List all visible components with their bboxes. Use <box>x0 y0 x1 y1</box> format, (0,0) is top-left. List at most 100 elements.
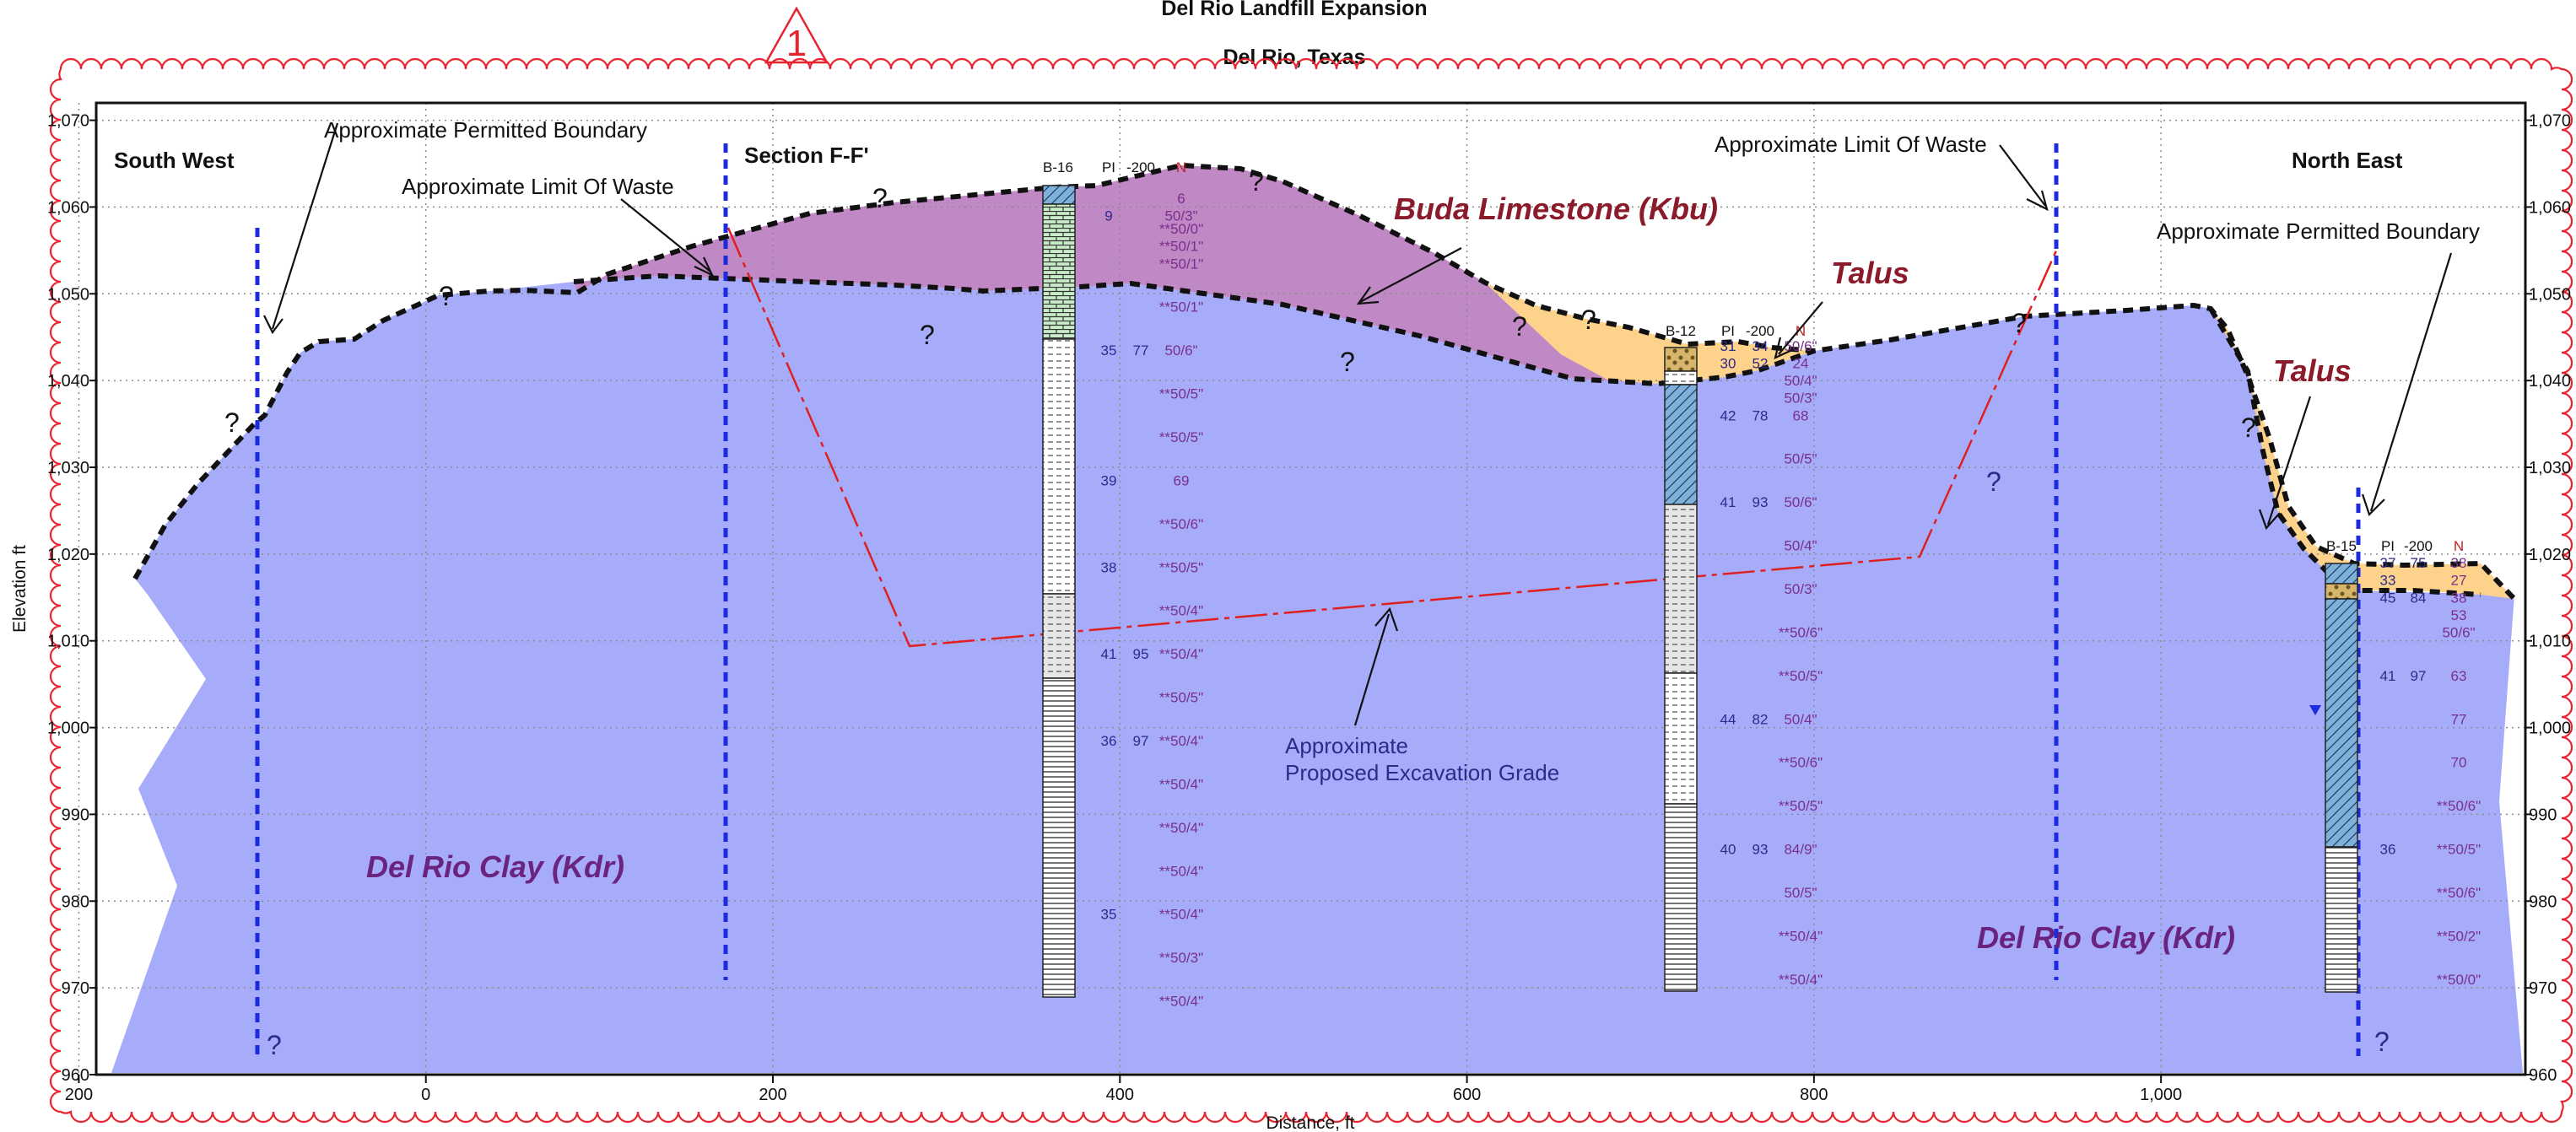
borehole-n-value: 50/4" <box>1784 373 1817 389</box>
b15-p200-header: -200 <box>2404 538 2433 554</box>
y-tick-label-right: 1,040 <box>2529 372 2571 391</box>
x-tick-label: 800 <box>1800 1086 1828 1104</box>
borehole-n-value: 50/4" <box>1784 711 1817 727</box>
borehole-n-value: 63 <box>2451 668 2467 684</box>
borehole-b12-column <box>1664 347 1698 992</box>
borehole-pi-value: 36 <box>2380 842 2396 858</box>
y-tick-label-left: 1,020 <box>47 546 89 564</box>
borehole-n-value: 53 <box>2451 607 2467 623</box>
label-permitted-boundary-left: Approximate Permitted Boundary <box>324 117 647 143</box>
y-tick-label-left: 980 <box>62 892 89 911</box>
borehole-pi-value: 36 <box>1101 733 1117 749</box>
borehole-n-value: 50/3" <box>1164 208 1197 224</box>
annotation-arrows <box>263 122 2453 726</box>
borehole-p200-value: 52 <box>1752 356 1769 372</box>
borehole-pi-value: 41 <box>1101 646 1117 662</box>
borehole-n-value: 50/6" <box>1784 494 1817 510</box>
b16-p200-header: -200 <box>1126 159 1155 175</box>
label-section: Section F-F' <box>744 143 869 168</box>
question-mark-12: ? <box>1986 466 2001 497</box>
borehole-p200-value: 97 <box>1133 733 1149 749</box>
y-tick-label-right: 1,060 <box>2529 198 2571 217</box>
borehole-p200-value: 78 <box>1752 407 1769 423</box>
y-tick-label-left: 1,010 <box>47 633 89 651</box>
talus-layer-1 <box>1485 283 1814 384</box>
borehole-p200-value: 95 <box>1133 646 1149 662</box>
y-tick-label-right: 1,070 <box>2529 112 2571 131</box>
y-tick-label-left: 1,070 <box>47 112 89 131</box>
borehole-n-value: **50/6" <box>1159 516 1203 532</box>
borehole-p200-value: 34 <box>1752 338 1769 354</box>
borehole-n-value: **50/5" <box>1159 690 1203 706</box>
proposed-excavation-grade-line <box>726 227 2059 648</box>
y-tick-label-left: 990 <box>62 806 89 824</box>
b12-id: B-12 <box>1666 323 1696 339</box>
borehole-n-value: **50/5" <box>1779 798 1823 814</box>
borehole-n-value: **50/4" <box>1159 994 1203 1010</box>
buda-base-contact <box>573 272 1815 387</box>
y-tick-label-left: 1,050 <box>47 285 89 304</box>
y-tick-label-left: 1,030 <box>47 459 89 477</box>
y-tick-label-right: 980 <box>2529 892 2557 911</box>
label-permitted-boundary-right: Approximate Permitted Boundary <box>2157 218 2480 244</box>
x-tick-label: 1,000 <box>2140 1086 2182 1104</box>
y-tick-label-right: 1,030 <box>2529 459 2571 477</box>
b16-pi-header: PI <box>1102 159 1115 175</box>
y-tick-label-right: 1,050 <box>2529 285 2571 304</box>
borehole-pi-value: 39 <box>1101 472 1117 488</box>
borehole-n-value: 84/9" <box>1784 842 1817 858</box>
label-excavation-1: Approximate <box>1285 733 1408 758</box>
borehole-n-value: **50/1" <box>1159 256 1203 272</box>
borehole-n-value: **50/1" <box>1159 299 1203 315</box>
label-del-rio-left: Del Rio Clay (Kdr) <box>366 849 624 884</box>
question-mark-11: ? <box>267 1030 282 1060</box>
boundary-lines <box>255 143 2361 1058</box>
borehole-n-value: **50/0" <box>1159 221 1203 237</box>
x-tick-label: 600 <box>1453 1086 1481 1104</box>
revision-triangle-icon <box>764 6 829 64</box>
borehole-n-value: 70 <box>2451 755 2467 771</box>
borehole-pi-value: 9 <box>1104 208 1112 224</box>
borehole-n-value: 50/3" <box>1784 581 1817 597</box>
del-rio-clay-layer <box>111 276 2523 1073</box>
borehole-pi-value: 37 <box>2380 555 2396 571</box>
question-mark-4: ? <box>920 320 935 350</box>
label-south-west: South West <box>114 148 235 173</box>
borehole-n-value: **50/2" <box>2437 928 2481 944</box>
borehole-pi-value: 44 <box>1720 711 1736 727</box>
borehole-pi-value: 30 <box>1720 356 1736 372</box>
b12-n-header: N <box>1796 323 1806 339</box>
borehole-pi-value: 33 <box>2380 573 2396 589</box>
borehole-n-value: **50/4" <box>1779 928 1823 944</box>
question-mark-9: ? <box>2012 308 2027 338</box>
borehole-n-value: 77 <box>2451 711 2467 727</box>
borehole-n-value: 69 <box>1174 472 1190 488</box>
annotations: South West North East Section F-F' Appro… <box>114 117 2480 955</box>
b15-pi-header: PI <box>2381 538 2395 554</box>
borehole-n-value: **50/6" <box>2437 798 2481 814</box>
question-mark-7: ? <box>1512 311 1527 342</box>
label-talus-1: Talus <box>1831 256 1909 290</box>
borehole-pi-value: 41 <box>1720 494 1736 510</box>
revision-number: 1 <box>786 23 807 64</box>
y-tick-label-right: 960 <box>2529 1066 2557 1085</box>
b12-pi-header: PI <box>1721 323 1735 339</box>
borehole-n-value: **50/4" <box>1159 646 1203 662</box>
borehole-n-value: **50/4" <box>1779 972 1823 988</box>
borehole-n-value: 50/5" <box>1784 885 1817 901</box>
borehole-n-value: **50/4" <box>1159 603 1203 619</box>
drawing-subtitle: Del Rio, Texas <box>1223 46 1365 69</box>
y-tick-label-right: 1,010 <box>2529 633 2571 651</box>
borehole-n-value: **50/6" <box>1779 755 1823 771</box>
borehole-n-value: **50/5" <box>1779 668 1823 684</box>
borehole-n-value: **50/5" <box>2437 842 2481 858</box>
x-tick-label: 200 <box>759 1086 786 1104</box>
borehole-pi-value: 42 <box>1720 407 1736 423</box>
borehole-n-value: 50/3" <box>1784 391 1817 407</box>
question-mark-3: ? <box>872 183 888 213</box>
x-tick-label: 400 <box>1106 1086 1134 1104</box>
borehole-n-value: **50/4" <box>1159 820 1203 836</box>
b16-n-header: N <box>1176 159 1186 175</box>
b16-id: B-16 <box>1043 159 1073 175</box>
